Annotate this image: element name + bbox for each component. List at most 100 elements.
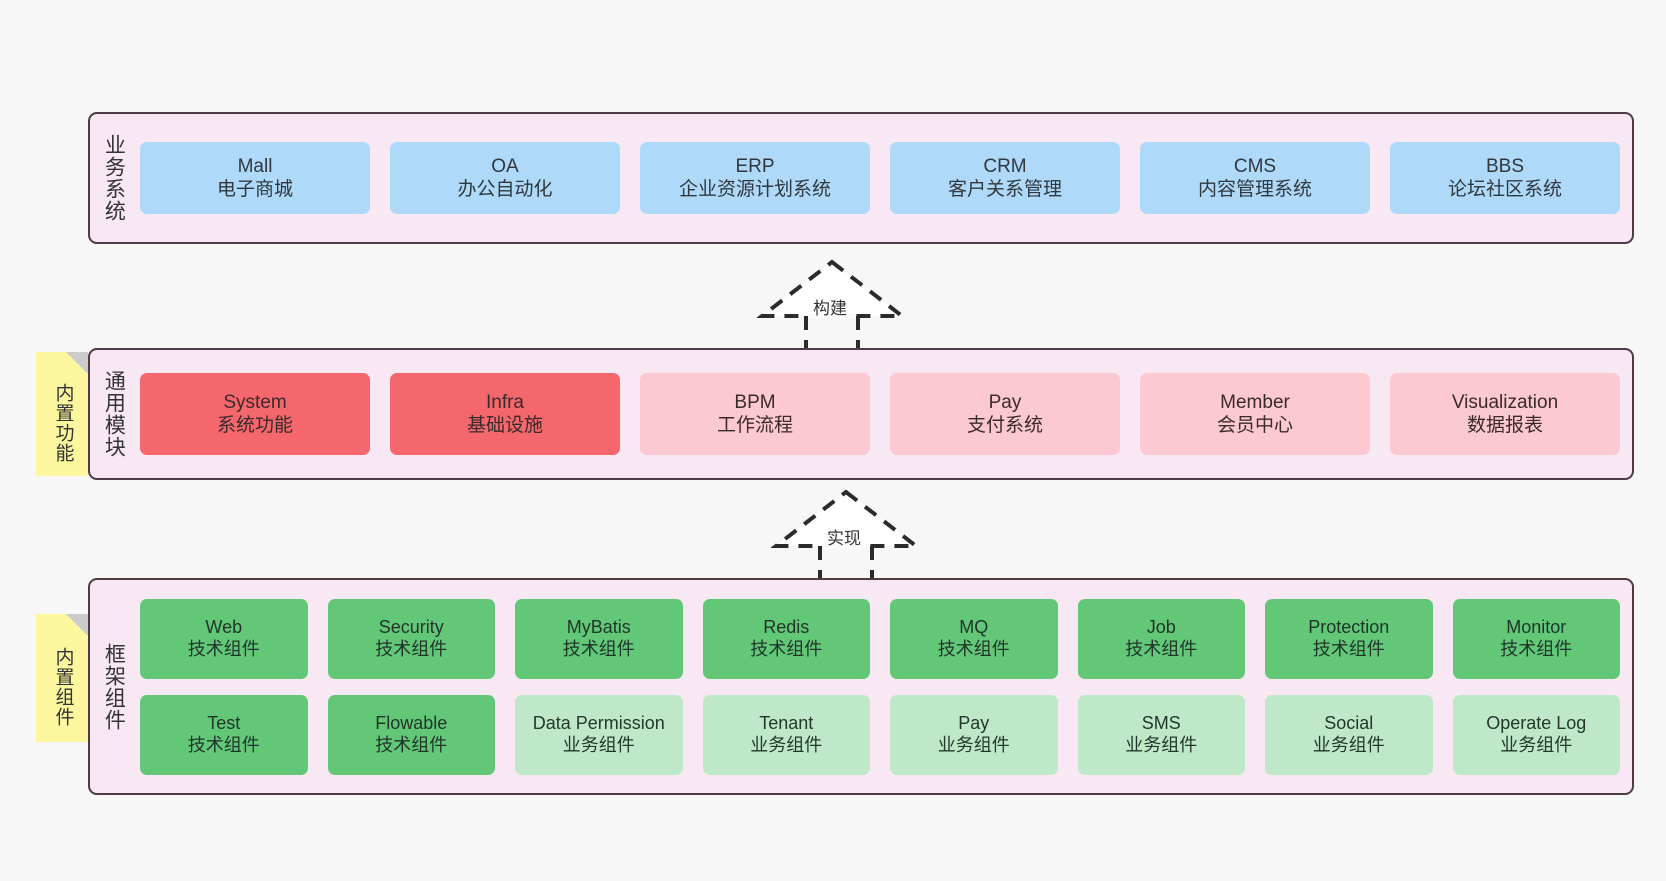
node-bbs[interactable]: BBS 论坛社区系统: [1390, 142, 1620, 214]
node-title: Tenant: [759, 712, 814, 733]
node-subtitle: 支付系统: [966, 415, 1043, 436]
node-title: Web: [205, 616, 243, 637]
node-flowable[interactable]: Flowable 技术组件: [327, 694, 495, 775]
arrow-implement: 实现: [766, 486, 926, 578]
node-title: OA: [491, 155, 519, 177]
node-data-permission[interactable]: Data Permission 业务组件: [515, 694, 683, 775]
node-title: ERP: [735, 155, 775, 177]
generalization-arrow-icon: [756, 259, 908, 348]
node-job[interactable]: Job 技术组件: [1077, 598, 1245, 679]
node-subtitle: 业务组件: [750, 734, 823, 755]
node-member[interactable]: Member 会员中心: [1140, 373, 1370, 455]
layer-body-business: Mall 电子商城 OA 办公自动化 ERP 企业资源计划系统 CRM 客户关系…: [136, 114, 1632, 242]
node-subtitle: 技术组件: [375, 638, 448, 659]
node-title: Pay: [988, 391, 1022, 413]
node-pay[interactable]: Pay 支付系统: [890, 373, 1120, 455]
node-subtitle: 电子商城: [216, 179, 293, 200]
arrow-build: 构建: [752, 256, 912, 348]
node-operate-log[interactable]: Operate Log 业务组件: [1452, 694, 1620, 775]
node-mq[interactable]: MQ 技术组件: [890, 598, 1058, 679]
note-text: 内置组件: [52, 647, 74, 727]
node-title: Redis: [763, 616, 810, 637]
node-subtitle: 业务组件: [937, 734, 1010, 755]
node-title: Operate Log: [1486, 712, 1587, 733]
node-test[interactable]: Test 技术组件: [140, 694, 308, 775]
node-title: Flowable: [375, 712, 448, 733]
node-tenant[interactable]: Tenant 业务组件: [702, 694, 870, 775]
node-bpm[interactable]: BPM 工作流程: [640, 373, 870, 455]
note-text: 内置功能: [52, 383, 74, 463]
node-subtitle: 业务组件: [1125, 734, 1198, 755]
arrow-label-implement: 实现: [827, 529, 861, 548]
layer-body-common: System 系统功能 Infra 基础设施 BPM 工作流程 Pay 支付系统…: [136, 350, 1632, 478]
layer-common-modules: 通用模块 System 系统功能 Infra 基础设施 BPM 工作流程 Pay…: [88, 348, 1634, 480]
node-pay-component[interactable]: Pay 业务组件: [890, 694, 1058, 775]
node-title: Data Permission: [532, 712, 665, 733]
node-title: MQ: [959, 616, 989, 637]
node-title: CMS: [1233, 155, 1277, 177]
node-subtitle: 技术组件: [375, 734, 448, 755]
node-crm[interactable]: CRM 客户关系管理: [890, 142, 1120, 214]
layer-framework-components: 框架组件 Web 技术组件 Security 技术组件 MyBatis 技术组件…: [88, 578, 1634, 795]
node-title: Job: [1146, 616, 1176, 637]
node-subtitle: 技术组件: [187, 734, 260, 755]
node-redis[interactable]: Redis 技术组件: [702, 598, 870, 679]
node-sms[interactable]: SMS 业务组件: [1077, 694, 1245, 775]
layer-title-common: 通用模块: [102, 370, 126, 458]
node-subtitle: 技术组件: [1312, 638, 1385, 659]
node-subtitle: 数据报表: [1466, 415, 1543, 436]
node-mall[interactable]: Mall 电子商城: [140, 142, 370, 214]
note-builtin-components: 内置组件: [36, 614, 88, 742]
node-title: Protection: [1308, 616, 1390, 637]
node-title: SMS: [1141, 712, 1181, 733]
node-title: BPM: [734, 391, 776, 413]
layer-body-frame: Web 技术组件 Security 技术组件 MyBatis 技术组件 Redi…: [136, 580, 1632, 793]
node-subtitle: 业务组件: [1500, 734, 1573, 755]
note-builtin-features: 内置功能: [36, 352, 88, 476]
node-security[interactable]: Security 技术组件: [327, 598, 495, 679]
layer-business-systems: 业务系统 Mall 电子商城 OA 办公自动化 ERP 企业资源计划系统 CRM…: [88, 112, 1634, 244]
layer-title-frame: 框架组件: [102, 642, 126, 731]
node-subtitle: 技术组件: [1125, 638, 1198, 659]
node-cms[interactable]: CMS 内容管理系统: [1140, 142, 1370, 214]
node-web[interactable]: Web 技术组件: [140, 598, 308, 679]
node-title: Social: [1324, 712, 1374, 733]
node-title: CRM: [983, 155, 1027, 177]
node-mybatis[interactable]: MyBatis 技术组件: [515, 598, 683, 679]
node-title: Mall: [237, 155, 273, 177]
node-oa[interactable]: OA 办公自动化: [390, 142, 620, 214]
node-social[interactable]: Social 业务组件: [1265, 694, 1433, 775]
node-title: Security: [378, 616, 444, 637]
node-infra[interactable]: Infra 基础设施: [390, 373, 620, 455]
node-title: Pay: [958, 712, 990, 733]
node-system[interactable]: System 系统功能: [140, 373, 370, 455]
node-subtitle: 企业资源计划系统: [678, 179, 831, 200]
node-subtitle: 技术组件: [750, 638, 823, 659]
generalization-arrow-icon: [770, 489, 922, 578]
node-title: Visualization: [1451, 391, 1559, 413]
layer-title-business: 业务系统: [102, 134, 126, 222]
node-subtitle: 会员中心: [1216, 415, 1293, 436]
node-title: System: [223, 391, 287, 413]
arrow-label-build: 构建: [813, 299, 847, 318]
node-title: Monitor: [1506, 616, 1567, 637]
node-subtitle: 业务组件: [1312, 734, 1385, 755]
node-subtitle: 技术组件: [187, 638, 260, 659]
layer-row: Web 技术组件 Security 技术组件 MyBatis 技术组件 Redi…: [140, 598, 1620, 679]
node-visualization[interactable]: Visualization 数据报表: [1390, 373, 1620, 455]
node-protection[interactable]: Protection 技术组件: [1265, 598, 1433, 679]
node-subtitle: 内容管理系统: [1197, 179, 1312, 200]
node-subtitle: 技术组件: [562, 638, 635, 659]
node-erp[interactable]: ERP 企业资源计划系统: [640, 142, 870, 214]
node-subtitle: 工作流程: [716, 415, 793, 436]
node-title: Member: [1220, 391, 1290, 413]
node-subtitle: 技术组件: [1500, 638, 1573, 659]
node-subtitle: 业务组件: [562, 734, 635, 755]
layer-row: System 系统功能 Infra 基础设施 BPM 工作流程 Pay 支付系统…: [140, 373, 1620, 455]
node-subtitle: 客户关系管理: [947, 179, 1062, 200]
node-subtitle: 办公自动化: [457, 179, 553, 200]
node-title: MyBatis: [566, 616, 631, 637]
node-monitor[interactable]: Monitor 技术组件: [1452, 598, 1620, 679]
node-title: BBS: [1485, 155, 1525, 177]
